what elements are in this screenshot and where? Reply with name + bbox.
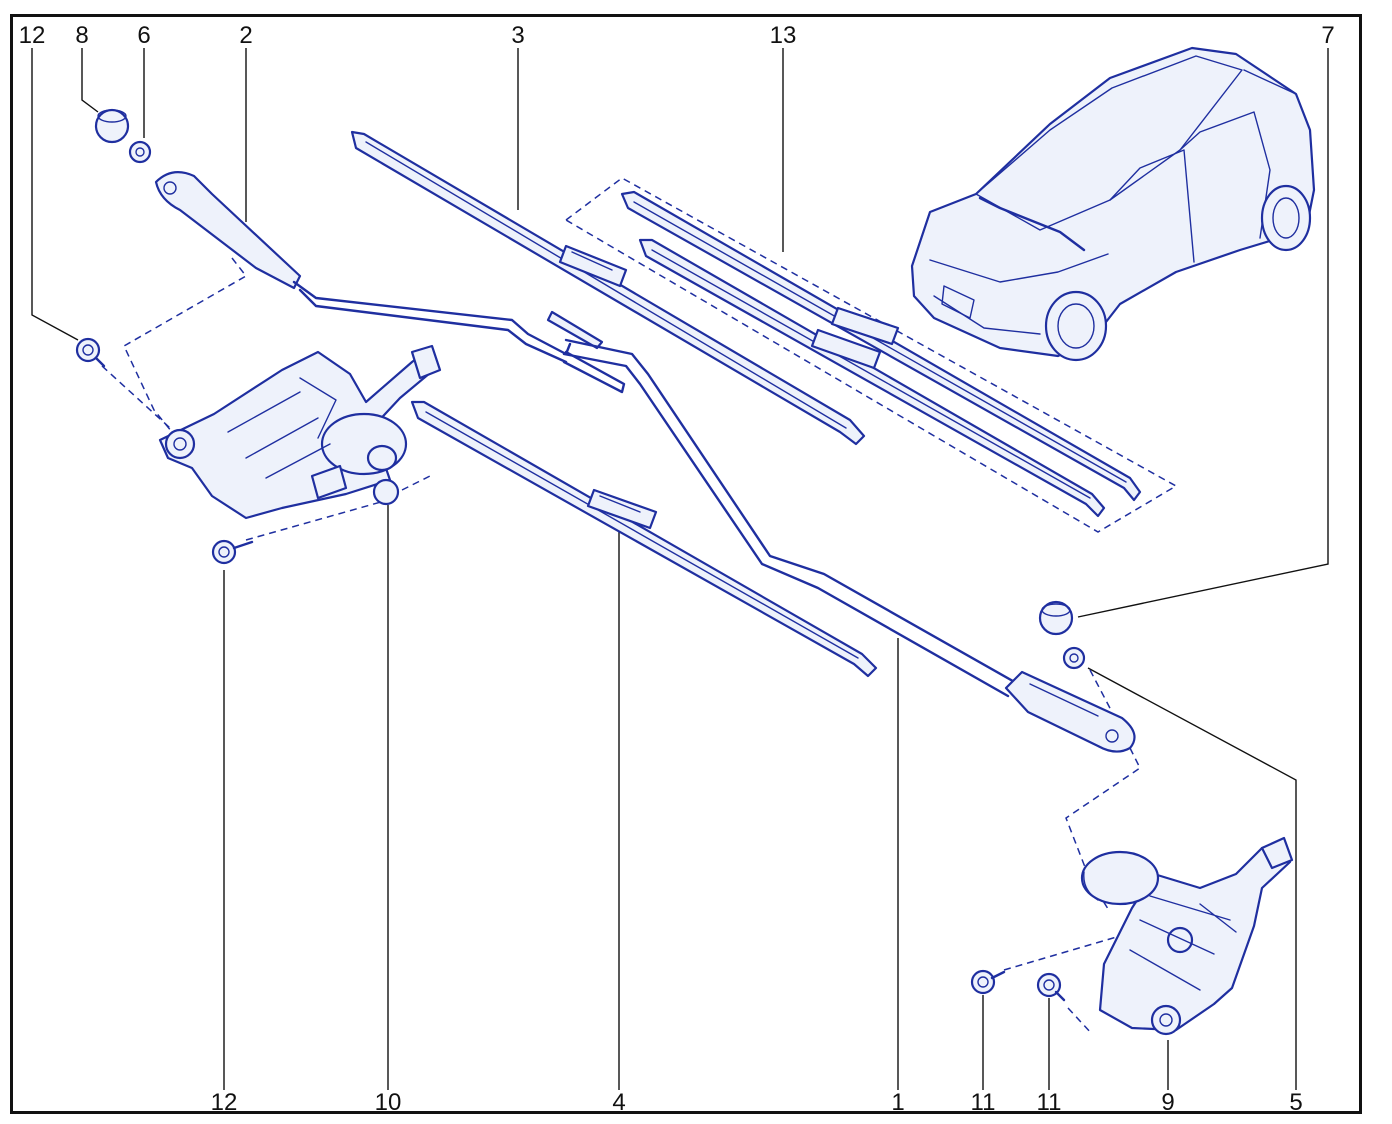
bolt-left-top	[75, 337, 106, 368]
nut-right	[1062, 646, 1086, 670]
wiper-blade-set	[620, 190, 1142, 518]
wiper-blade-short	[410, 400, 878, 678]
cap-right	[1038, 600, 1074, 636]
callout-4: 4	[612, 1089, 626, 1116]
wiper-motor-left	[158, 344, 442, 520]
callout-8: 8	[75, 22, 89, 49]
callout-5: 5	[1289, 1089, 1303, 1116]
wiper-blade-long	[350, 130, 866, 446]
cap-left	[94, 108, 130, 144]
wiper-arm-left	[154, 171, 626, 394]
callout-11-b: 11	[1036, 1089, 1062, 1116]
callout-9: 9	[1161, 1089, 1175, 1116]
callout-7: 7	[1321, 22, 1335, 49]
callout-10: 10	[374, 1089, 402, 1116]
callout-6: 6	[137, 22, 151, 49]
callout-12-bottom: 12	[210, 1089, 238, 1116]
callout-11-a: 11	[970, 1089, 996, 1116]
wiper-motor-right	[1080, 836, 1294, 1036]
assembly-dashes	[101, 177, 1178, 1035]
bolt-left-bottom	[211, 539, 254, 565]
bolt-right-a	[970, 969, 1006, 995]
car-illustration	[910, 46, 1316, 362]
diagram-frame	[10, 14, 1362, 1114]
callout-12-top: 12	[18, 22, 46, 49]
leader-lines	[31, 48, 1329, 1090]
callout-2: 2	[239, 22, 253, 49]
wiper-arm-right	[562, 338, 1136, 753]
bolt-right-b	[1036, 972, 1066, 1002]
callout-3: 3	[511, 22, 525, 49]
callout-13: 13	[769, 22, 797, 49]
callout-1: 1	[891, 1089, 905, 1116]
nut-left	[128, 140, 152, 164]
